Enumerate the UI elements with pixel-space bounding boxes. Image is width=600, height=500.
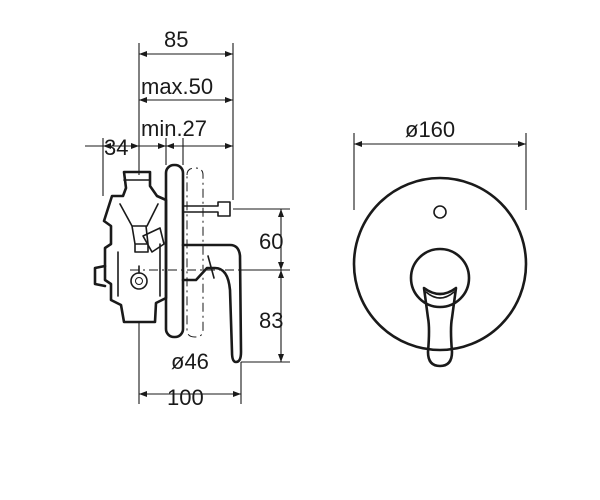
dim-vertical: 60 83 bbox=[233, 208, 290, 363]
dim-60-label: 60 bbox=[259, 229, 283, 254]
cover-plate-front bbox=[352, 176, 528, 352]
dim-max50: max.50 bbox=[138, 60, 234, 200]
lever-front bbox=[422, 286, 458, 368]
dim-34-label: 34 bbox=[104, 135, 128, 160]
wall-plate-side bbox=[164, 163, 185, 339]
dim-83-label: 83 bbox=[259, 308, 283, 333]
side-view bbox=[93, 163, 285, 364]
plaster-guard bbox=[186, 167, 204, 338]
spindle bbox=[182, 201, 231, 217]
dim-85-label: 85 bbox=[164, 27, 188, 52]
dim-85: 85 bbox=[138, 27, 234, 60]
valve-fitting bbox=[142, 227, 165, 253]
diverter-button-front bbox=[433, 205, 447, 219]
diverter-knob-inner bbox=[135, 277, 143, 285]
valve-cartridge bbox=[117, 179, 161, 297]
handle-base-front bbox=[409, 247, 471, 309]
lever-handle-side bbox=[181, 243, 243, 364]
valve-body bbox=[102, 170, 168, 324]
dim-160-label: ø160 bbox=[405, 117, 455, 142]
dim-100: 100 bbox=[138, 322, 242, 410]
front-view bbox=[352, 176, 528, 368]
diverter-knob-side bbox=[130, 272, 148, 290]
side-outlet bbox=[93, 264, 107, 288]
dim-160: ø160 bbox=[353, 117, 527, 210]
dim-max50-label: max.50 bbox=[141, 74, 213, 99]
dim-min27-label: min.27 bbox=[141, 116, 207, 141]
dim-min27: min.27 34 bbox=[85, 116, 233, 196]
dim-46-label: ø46 bbox=[171, 349, 209, 374]
dim-46: ø46 bbox=[171, 349, 209, 374]
dim-100-label: 100 bbox=[167, 385, 204, 410]
